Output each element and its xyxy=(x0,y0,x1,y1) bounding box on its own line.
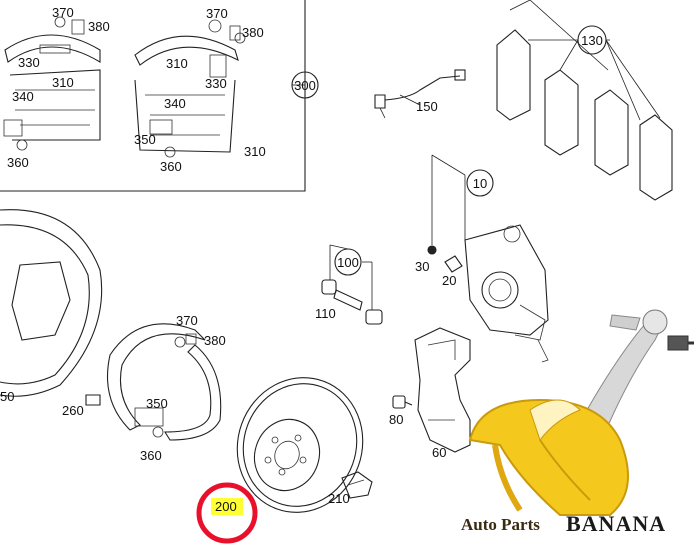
label-350: 350 xyxy=(146,396,168,411)
label-310: 310 xyxy=(244,144,266,159)
label-150: 150 xyxy=(416,99,438,114)
label-350: 350 xyxy=(134,132,156,147)
label-380: 380 xyxy=(242,25,264,40)
label-370: 370 xyxy=(176,313,198,328)
label-200: 200 xyxy=(215,499,237,514)
wear-sensor xyxy=(374,69,466,119)
label-130: 130 xyxy=(581,33,603,48)
label-30: 30 xyxy=(415,259,429,274)
bleeder-cap-30 xyxy=(427,245,437,255)
brand-text-auto-parts: Auto Parts xyxy=(461,515,540,534)
brake-shoe-set-right xyxy=(134,19,246,158)
brake-shoe-set-left xyxy=(3,16,101,151)
label-340: 340 xyxy=(12,89,34,104)
guide-bolt-set xyxy=(321,244,383,325)
highlight-ring xyxy=(196,482,258,544)
label-80: 80 xyxy=(389,412,403,427)
label-360: 360 xyxy=(140,448,162,463)
caliper-carrier xyxy=(414,327,471,453)
label-20: 20 xyxy=(442,273,456,288)
label-10: 10 xyxy=(473,176,487,191)
label-370: 370 xyxy=(52,5,74,20)
label-300: 300 xyxy=(294,78,316,93)
brake-disc xyxy=(236,377,364,513)
backing-plate xyxy=(0,209,103,397)
label-260: 260 xyxy=(62,403,84,418)
label-310: 310 xyxy=(166,56,188,71)
bleeder-screw-20 xyxy=(444,255,463,273)
callout-130-circle xyxy=(577,25,607,55)
label-100: 100 xyxy=(337,255,359,270)
label-60: 60 xyxy=(432,445,446,460)
label-340: 340 xyxy=(164,96,186,111)
label-360: 360 xyxy=(7,155,29,170)
brand-text-banana: BANANA xyxy=(566,511,666,536)
label-110: 110 xyxy=(315,306,336,321)
label-330: 330 xyxy=(18,55,40,70)
label-380: 380 xyxy=(88,19,110,34)
label-330: 330 xyxy=(205,76,227,91)
group-frame xyxy=(0,0,306,192)
brake-pads xyxy=(496,0,673,201)
callout-300-circle xyxy=(291,71,319,99)
label-50: 50 xyxy=(0,389,14,404)
highlight-marker xyxy=(211,498,243,515)
label-370: 370 xyxy=(206,6,228,21)
banana-logo-icon xyxy=(468,398,629,516)
disc-set-screw xyxy=(341,471,373,499)
parking-brake-shoes xyxy=(85,323,222,441)
brake-caliper xyxy=(431,154,549,363)
carrier-bolt xyxy=(392,395,413,409)
label-310: 310 xyxy=(52,75,74,90)
label-360: 360 xyxy=(160,159,182,174)
callout-10-circle xyxy=(466,169,494,197)
label-210: 210 xyxy=(328,491,350,506)
label-380: 380 xyxy=(204,333,226,348)
